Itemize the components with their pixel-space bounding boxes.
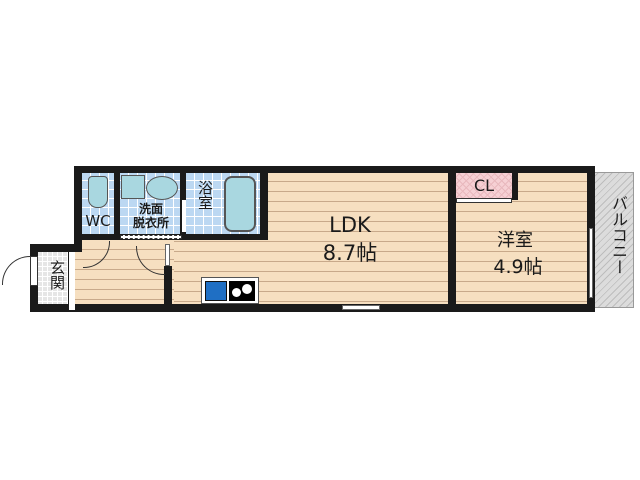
washroom-label-1: 洗面	[138, 202, 163, 216]
washroom-label-2: 脱衣所	[132, 216, 169, 230]
wall-top	[74, 166, 594, 173]
toilet-fixture	[88, 176, 108, 208]
closet-doors[interactable]	[456, 198, 512, 203]
entrance-door-frame	[30, 256, 38, 286]
wall-bottom	[30, 304, 594, 312]
wall-ldk-western	[448, 166, 456, 312]
washing-machine-space	[121, 175, 145, 199]
wall-entrance-top	[30, 244, 82, 252]
wall-bath-ldk	[260, 166, 268, 240]
wall-closet-side	[512, 172, 518, 200]
toilet-floor	[82, 172, 114, 234]
burner-1-icon	[232, 288, 241, 297]
sliding-door-wash[interactable]	[120, 235, 182, 239]
entrance-door[interactable]	[2, 256, 31, 285]
entrance-label: 玄関	[48, 260, 66, 290]
ldk-window[interactable]	[342, 305, 380, 310]
burner-2-icon	[242, 284, 252, 294]
balcony-window[interactable]	[589, 228, 593, 298]
balcony-label: バルコニー	[609, 195, 628, 275]
western-room-label: 洋室	[497, 230, 533, 251]
wall-entrance-right	[68, 252, 75, 310]
western-room-size: 4.9帖	[493, 256, 543, 278]
ldk-size: 8.7帖	[322, 241, 378, 265]
bathroom-door[interactable]	[182, 200, 186, 232]
hall-partition	[165, 244, 170, 266]
bathtub-fixture	[224, 176, 256, 232]
balcony-area	[594, 172, 634, 308]
wall-hall-ldk	[164, 266, 172, 306]
wall-wc-wash	[114, 166, 120, 240]
toilet-label: WC	[85, 212, 111, 230]
closet-area	[456, 172, 512, 198]
closet-label: CL	[473, 176, 495, 195]
washbasin-fixture	[146, 176, 178, 200]
wall-left-upper	[74, 166, 82, 244]
bathroom-label: 浴室	[196, 180, 214, 210]
ldk-label: LDK	[329, 213, 371, 237]
sink-icon	[205, 281, 227, 301]
western-room-floor	[456, 172, 588, 304]
entrance-floor	[38, 252, 70, 310]
